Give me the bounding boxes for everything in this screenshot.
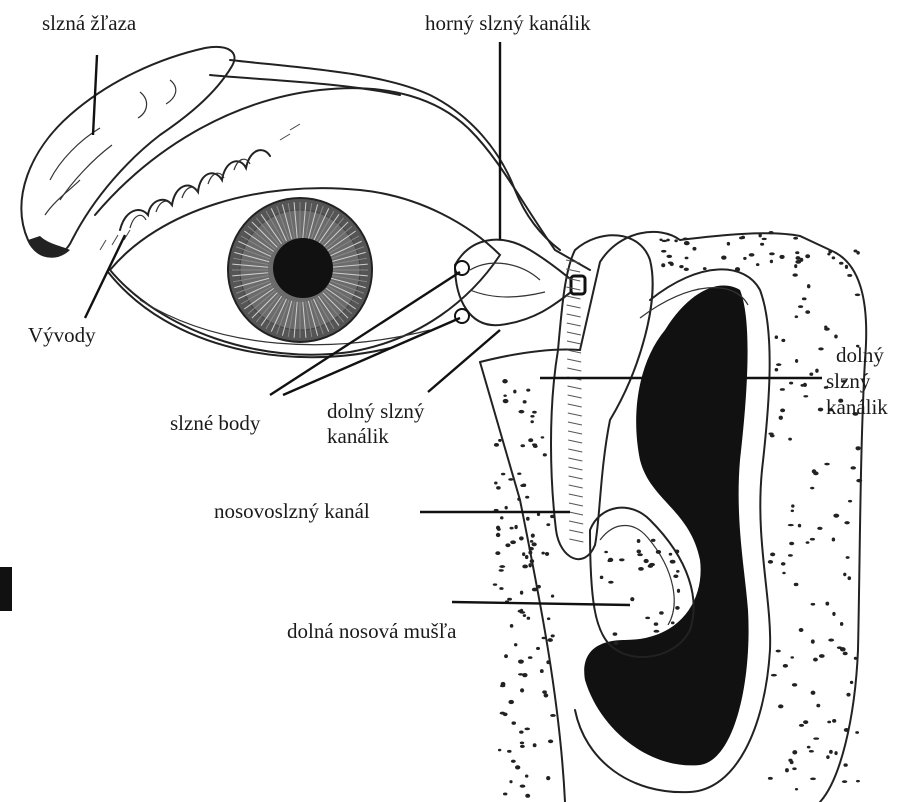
leader-ducts xyxy=(85,235,125,318)
label-inferior-turbinate: dolná nosová mušľa xyxy=(287,619,457,643)
label-ducts: Vývody xyxy=(28,323,96,347)
label-upper-canaliculus: horný slzný kanálik xyxy=(425,11,591,35)
labels: slzná žľaza horný slzný kanálik Vývody s… xyxy=(28,11,888,643)
label-lower-canaliculus-right-line2: slzný xyxy=(826,369,871,393)
turbinate-texture xyxy=(600,539,680,645)
label-lower-canaliculus-line1: dolný slzný xyxy=(327,399,425,423)
label-lower-canaliculus-right-line3: kanálik xyxy=(826,395,888,419)
lacrimal-sac-opening xyxy=(571,276,585,294)
nasal-air-space xyxy=(584,286,748,766)
label-lower-canaliculus-right-line1: dolný xyxy=(836,343,884,367)
label-nasolacrimal-duct: nosovoslzný kanál xyxy=(214,499,370,523)
pupil xyxy=(273,238,333,298)
bone-texture-right xyxy=(768,249,862,790)
edge-mark xyxy=(0,567,12,611)
leader-lower-canaliculus xyxy=(428,330,500,392)
label-lacrimal-gland: slzná žľaza xyxy=(42,11,137,35)
label-puncta: slzné body xyxy=(170,411,261,435)
nasal-cavity-illustration xyxy=(480,231,866,802)
lower-punctum xyxy=(455,309,469,323)
leader-inferior-turbinate xyxy=(452,602,630,605)
label-lower-canaliculus-line2: kanálik xyxy=(327,424,389,448)
duct-texture xyxy=(566,260,583,542)
eye-illustration xyxy=(108,188,500,357)
